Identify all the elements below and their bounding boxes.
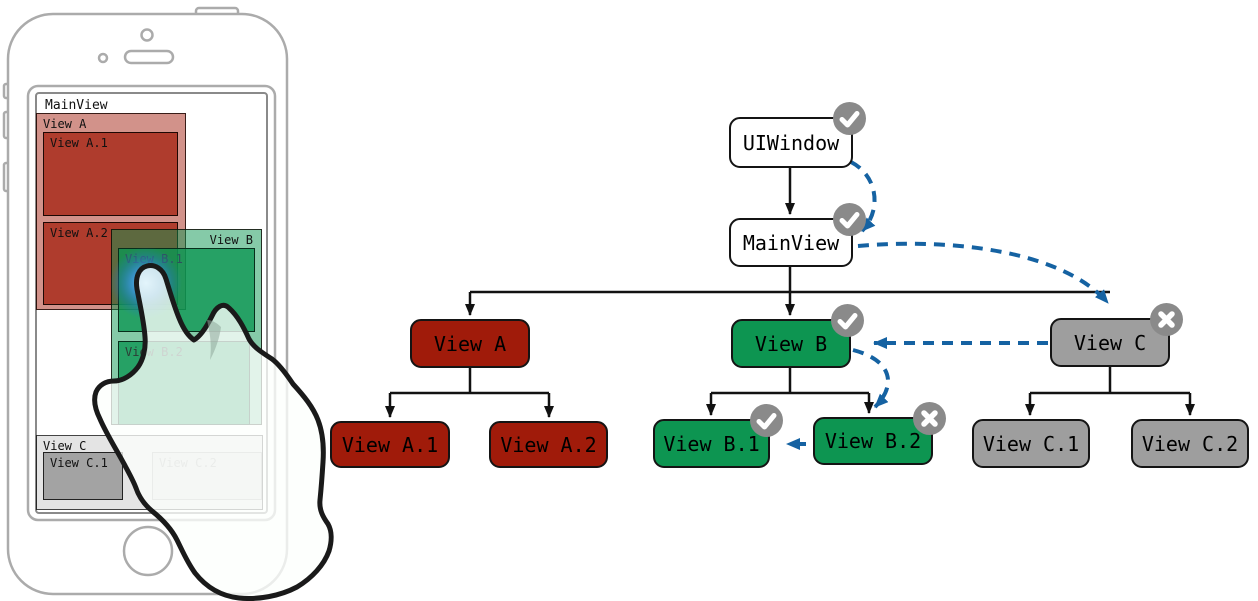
- check-badge: [750, 404, 783, 437]
- phone-view-b1[interactable]: View B.1: [118, 248, 255, 332]
- tree-node-view-a: View A: [410, 319, 530, 368]
- phone-view-c2: View C.2: [152, 452, 262, 500]
- tree-node-view-c1: View C.1: [972, 419, 1090, 468]
- volume-down-button: [2, 161, 12, 193]
- tree-node-view-a2-label: View A.2: [500, 432, 597, 457]
- tree-connectors: [385, 168, 1195, 418]
- volume-up-button: [2, 110, 12, 140]
- tree-node-view-b1: View B.1: [653, 404, 783, 468]
- check-icon: [839, 111, 860, 128]
- tree-node-view-b-label: View B: [754, 331, 828, 356]
- check-icon: [837, 313, 858, 330]
- phone-view-c1-label: View C.1: [50, 456, 108, 470]
- phone-view-b1-label: View B.1: [125, 252, 183, 266]
- check-badge: [831, 304, 864, 337]
- phone-view-a2-label: View A.2: [50, 226, 108, 240]
- phone-mainview-label: MainView: [45, 98, 108, 113]
- tree-node-view-c1-label: View C.1: [982, 431, 1080, 456]
- hit-test-arrows: [786, 160, 1110, 450]
- sensor-dot: [97, 52, 109, 64]
- arrow-viewb-to-viewb2: [852, 348, 890, 409]
- tree-node-view-b: View B: [731, 304, 864, 368]
- phone-view-a-label: View A: [43, 117, 87, 131]
- tree-node-view-a1: View A.1: [330, 421, 450, 468]
- cross-icon: [921, 410, 938, 427]
- phone-view-c-label: View C: [43, 439, 87, 453]
- tree-node-mainview: MainView: [729, 203, 866, 267]
- power-button: [194, 6, 240, 20]
- tree-node-view-b1-label: View B.1: [663, 431, 760, 456]
- tree-node-view-b2-label: View B.2: [824, 429, 922, 453]
- front-camera: [140, 28, 154, 42]
- phone-view-c2-label: View C.2: [159, 456, 217, 470]
- tree-node-view-c: View C: [1050, 303, 1183, 367]
- tree-node-view-a-label: View A: [433, 331, 507, 356]
- mute-switch: [2, 82, 12, 100]
- cross-badge: [1150, 303, 1183, 336]
- arrow-mainview-to-viewc: [857, 241, 1110, 305]
- tree-node-view-a2: View A.2: [489, 421, 608, 468]
- cross-badge: [913, 402, 946, 435]
- tree-node-uiwindow-label: UIWindow: [742, 130, 840, 155]
- speaker-slot: [123, 49, 175, 65]
- home-button: [122, 525, 174, 577]
- tree-node-uiwindow: UIWindow: [729, 102, 866, 168]
- phone-view-a1: View A.1: [43, 132, 178, 216]
- check-badge: [833, 203, 866, 236]
- tree-node-view-c2: View C.2: [1131, 419, 1249, 468]
- phone-view-b2: View B.2: [118, 341, 250, 425]
- check-icon: [756, 413, 777, 430]
- check-icon: [839, 212, 860, 229]
- phone-view-c1: View C.1: [43, 452, 123, 500]
- tree-node-view-c2-label: View C.2: [1141, 431, 1239, 456]
- tree-node-view-a1-label: View A.1: [341, 432, 439, 457]
- phone-view-b-label: View B: [209, 233, 253, 247]
- check-badge: [833, 102, 866, 135]
- cross-icon: [1158, 311, 1175, 328]
- tree-node-mainview-label: MainView: [742, 230, 840, 255]
- phone-view-a1-label: View A.1: [50, 136, 108, 150]
- tree-node-view-c-label: View C: [1073, 330, 1147, 355]
- phone-view-b2-label: View B.2: [125, 345, 183, 359]
- tree-node-view-b2: View B.2: [813, 402, 946, 465]
